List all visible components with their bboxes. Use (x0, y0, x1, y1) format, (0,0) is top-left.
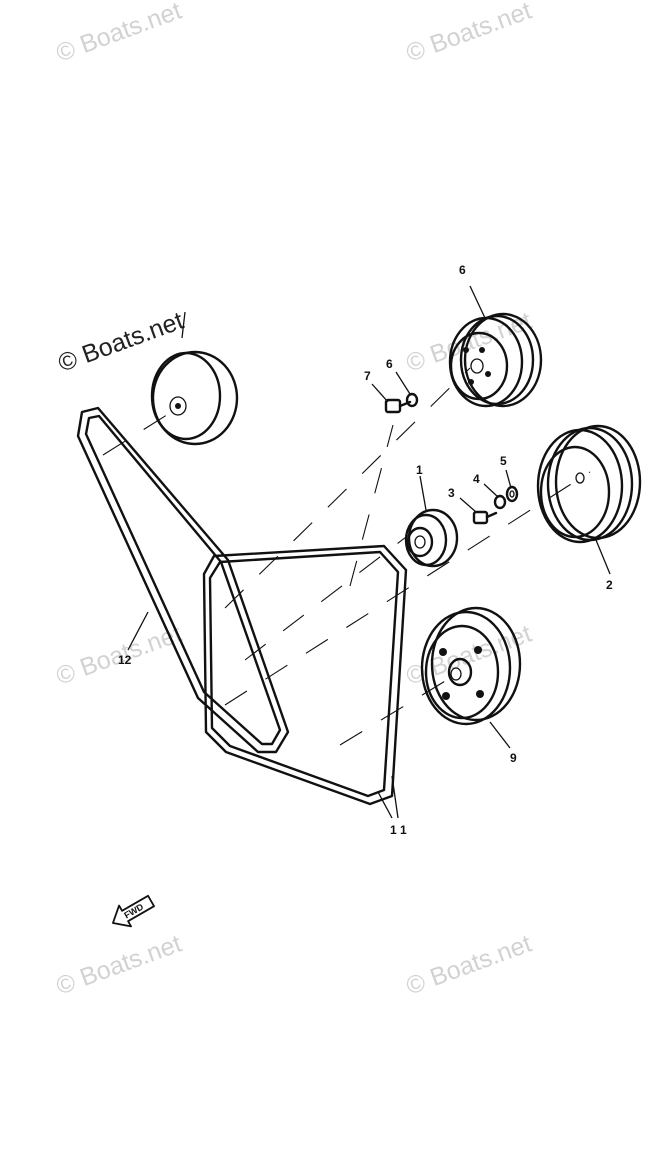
watermark-bottom-left: © Boats.net (52, 930, 185, 1001)
callout-11: 1 1 (390, 823, 407, 837)
belt-11 (202, 544, 408, 806)
alignment-lines (102, 367, 591, 746)
pulley-9 (420, 606, 522, 749)
callout-2: 2 (606, 578, 613, 592)
watermark-top-left: © Boats.net (52, 0, 185, 68)
callout-5: 5 (500, 454, 507, 468)
callout-6-small: 6 (386, 357, 393, 371)
callout-7: 7 (364, 369, 371, 383)
fwd-arrow-icon: FWD (112, 894, 155, 928)
callout-6-top: 6 (459, 263, 466, 277)
watermark-primary: © Boats.net (54, 307, 187, 378)
bolt-3 (459, 497, 498, 525)
pulley-6 (448, 285, 543, 408)
washer-4 (483, 483, 507, 510)
watermark-top-right: © Boats.net (402, 0, 535, 68)
washer-6-small (395, 371, 419, 408)
bolt-7 (371, 383, 412, 414)
callout-12: 12 (118, 653, 132, 667)
pulley-12-top (150, 311, 239, 446)
callout-4: 4 (473, 472, 480, 486)
callout-3: 3 (448, 486, 455, 500)
callouts: 1 2 3 4 5 6 6 7 9 1 1 12 (118, 263, 613, 837)
idler-pulley-1 (404, 475, 459, 568)
nut-5 (505, 469, 519, 503)
watermark-bottom-right: © Boats.net (402, 930, 535, 1001)
callout-1: 1 (416, 463, 423, 477)
callout-9: 9 (510, 751, 517, 765)
leader-lines (127, 611, 399, 819)
belt-12 (76, 406, 290, 754)
pulley-2 (536, 424, 642, 575)
